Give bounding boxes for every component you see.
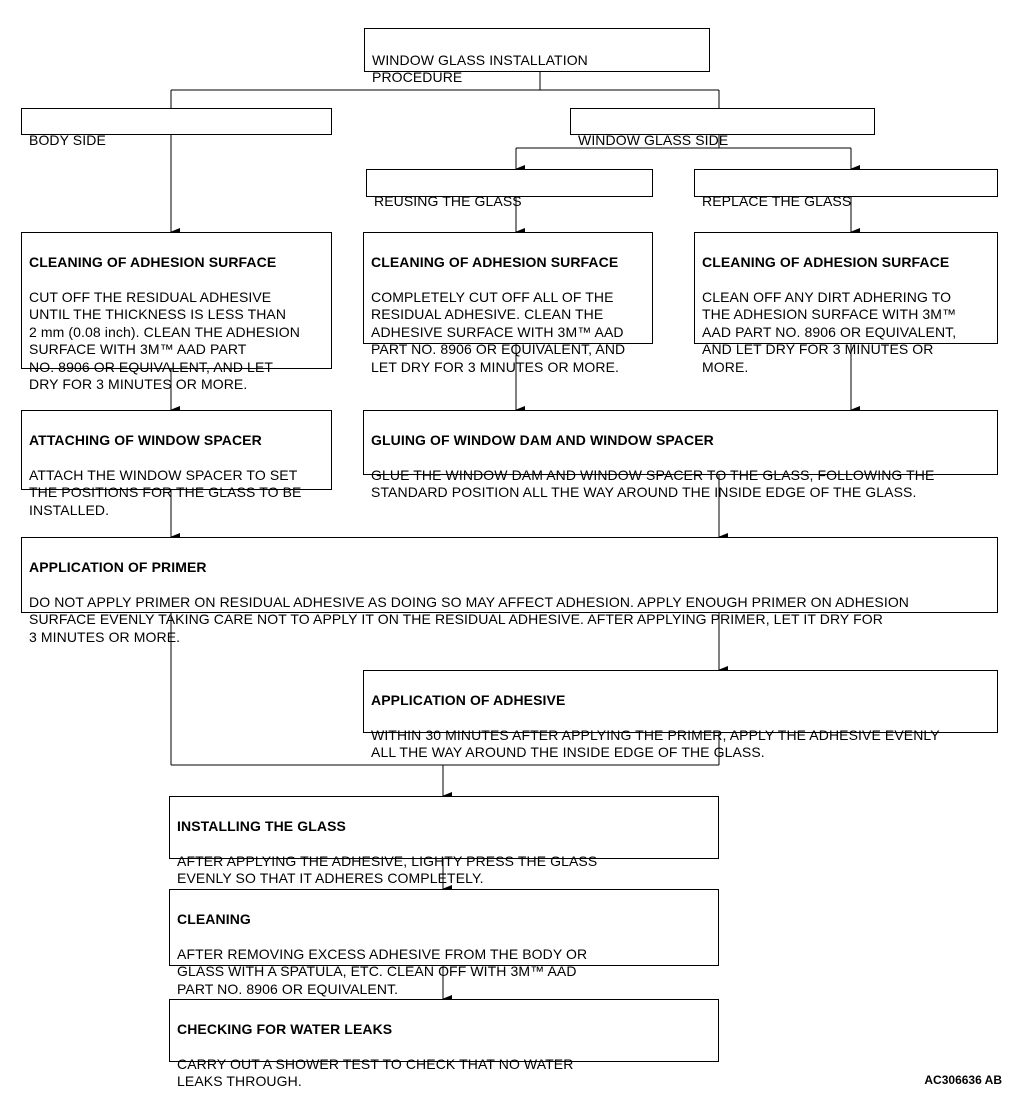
figure-code: AC306636 AB xyxy=(924,1073,1002,1087)
box-clean-reuse: CLEANING OF ADHESION SURFACE COMPLETELY … xyxy=(363,232,653,375)
primer-title: APPLICATION OF PRIMER xyxy=(29,558,207,575)
gluing-text: GLUE THE WINDOW DAM AND WINDOW SPACER TO… xyxy=(371,466,935,501)
box-reusing-the-glass: REUSING THE GLASS xyxy=(366,169,653,209)
gluing-title: GLUING OF WINDOW DAM AND WINDOW SPACER xyxy=(371,431,714,448)
box-replace-the-glass: REPLACE THE GLASS xyxy=(694,169,998,209)
box-attaching-window-spacer: ATTACHING OF WINDOW SPACER ATTACH THE WI… xyxy=(21,410,332,518)
spacer-title: ATTACHING OF WINDOW SPACER xyxy=(29,431,262,448)
box-clean-body-side: CLEANING OF ADHESION SURFACE CUT OFF THE… xyxy=(21,232,332,392)
installing-text: AFTER APPLYING THE ADHESIVE, LIGHTY PRES… xyxy=(177,852,598,887)
clean-body-title: CLEANING OF ADHESION SURFACE xyxy=(29,253,277,270)
primer-text: DO NOT APPLY PRIMER ON RESIDUAL ADHESIVE… xyxy=(29,593,910,645)
box-body-side: BODY SIDE xyxy=(21,108,332,148)
box-clean-replace: CLEANING OF ADHESION SURFACE CLEAN OFF A… xyxy=(694,232,998,375)
clean-reuse-title: CLEANING OF ADHESION SURFACE xyxy=(371,253,619,270)
water-text: CARRY OUT A SHOWER TEST TO CHECK THAT NO… xyxy=(177,1055,574,1090)
box-window-glass-side: WINDOW GLASS SIDE xyxy=(570,108,875,148)
procedure-title: WINDOW GLASS INSTALLATION PROCEDURE xyxy=(372,51,588,86)
installing-title: INSTALLING THE GLASS xyxy=(177,817,346,834)
clean-replace-title: CLEANING OF ADHESION SURFACE xyxy=(702,253,950,270)
spacer-text: ATTACH THE WINDOW SPACER TO SET THE POSI… xyxy=(29,466,302,518)
box-window-glass-installation-procedure: WINDOW GLASS INSTALLATION PROCEDURE xyxy=(364,28,710,85)
water-title: CHECKING FOR WATER LEAKS xyxy=(177,1020,393,1037)
box-application-of-adhesive: APPLICATION OF ADHESIVE WITHIN 30 MINUTE… xyxy=(363,670,998,760)
box-cleaning: CLEANING AFTER REMOVING EXCESS ADHESIVE … xyxy=(169,889,719,997)
box-installing-the-glass: INSTALLING THE GLASS AFTER APPLYING THE … xyxy=(169,796,719,886)
body-side-label: BODY SIDE xyxy=(29,131,106,148)
clean-replace-text: CLEAN OFF ANY DIRT ADHERING TO THE ADHES… xyxy=(702,288,957,375)
reusing-label: REUSING THE GLASS xyxy=(374,192,522,209)
clean-reuse-text: COMPLETELY CUT OFF ALL OF THE RESIDUAL A… xyxy=(371,288,626,375)
box-checking-water-leaks: CHECKING FOR WATER LEAKS CARRY OUT A SHO… xyxy=(169,999,719,1089)
adhesive-text: WITHIN 30 MINUTES AFTER APPLYING THE PRI… xyxy=(371,726,940,761)
box-gluing-window-dam: GLUING OF WINDOW DAM AND WINDOW SPACER G… xyxy=(363,410,998,500)
adhesive-title: APPLICATION OF ADHESIVE xyxy=(371,691,566,708)
cleaning-text: AFTER REMOVING EXCESS ADHESIVE FROM THE … xyxy=(177,945,588,997)
cleaning-title: CLEANING xyxy=(177,910,251,927)
window-glass-side-label: WINDOW GLASS SIDE xyxy=(578,131,729,148)
box-application-of-primer: APPLICATION OF PRIMER DO NOT APPLY PRIME… xyxy=(21,537,998,645)
clean-body-text: CUT OFF THE RESIDUAL ADHESIVE UNTIL THE … xyxy=(29,288,300,393)
replace-label: REPLACE THE GLASS xyxy=(702,192,852,209)
